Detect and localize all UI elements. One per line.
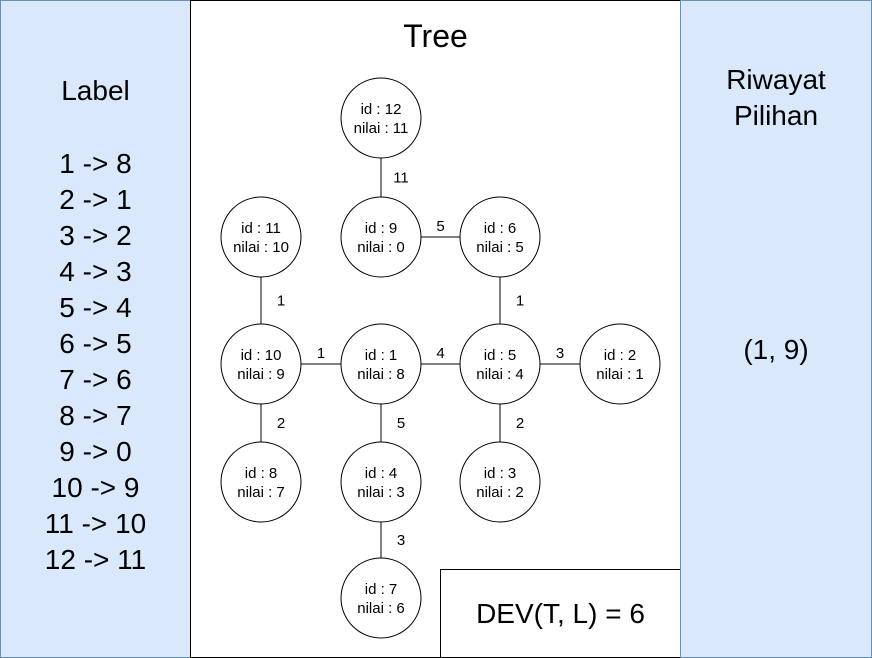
label-item: 6 -> 5 xyxy=(59,328,132,359)
label-item: 9 -> 0 xyxy=(59,436,132,467)
node-value-label: nilai : 11 xyxy=(354,120,409,137)
edge-weight-label: 11 xyxy=(393,170,409,187)
node-value-label: nilai : 3 xyxy=(357,484,405,501)
tree-node: id : 5 nilai : 4 xyxy=(459,323,541,405)
node-id-label: id : 5 xyxy=(484,347,517,364)
label-item: 11 -> 10 xyxy=(44,508,147,539)
history-title-line2: Pilihan xyxy=(733,100,819,131)
label-item: 8 -> 7 xyxy=(59,400,132,431)
node-id-label: id : 6 xyxy=(484,220,517,237)
label-item: 10 -> 9 xyxy=(51,472,140,503)
edge-weight-label: 4 xyxy=(436,345,444,362)
node-id-label: id : 4 xyxy=(365,465,398,482)
tree-node: id : 4 nilai : 3 xyxy=(340,441,422,523)
edge-weight-label: 1 xyxy=(317,345,325,362)
node-value-label: nilai : 8 xyxy=(357,366,405,383)
node-id-label: id : 9 xyxy=(365,220,398,237)
tree-node: id : 10 nilai : 9 xyxy=(220,323,302,405)
label-item: 5 -> 4 xyxy=(59,292,132,323)
tree-node-circle xyxy=(459,323,541,405)
node-value-label: nilai : 0 xyxy=(357,239,405,256)
tree-node-circle xyxy=(340,196,422,278)
edge-weight-label: 2 xyxy=(516,415,524,432)
edge-weight-label: 3 xyxy=(556,345,564,362)
node-value-label: nilai : 5 xyxy=(476,239,524,256)
node-id-label: id : 12 xyxy=(361,101,402,118)
tree-node-circle xyxy=(579,323,661,405)
node-value-label: nilai : 9 xyxy=(237,366,285,383)
tree-node-circle xyxy=(459,441,541,523)
edge-weight-label: 5 xyxy=(436,218,444,235)
node-value-label: nilai : 7 xyxy=(237,484,285,501)
node-value-label: nilai : 10 xyxy=(233,239,289,256)
label-item: 1 -> 8 xyxy=(59,148,132,179)
tree-node-circle xyxy=(340,77,422,159)
node-value-label: nilai : 1 xyxy=(596,366,644,383)
node-id-label: id : 7 xyxy=(365,581,398,598)
tree-node: id : 2 nilai : 1 xyxy=(579,323,661,405)
label-item: 3 -> 2 xyxy=(59,220,132,251)
tree-title: Tree xyxy=(403,18,468,54)
tree-node-circle xyxy=(340,441,422,523)
edge-weight-label: 3 xyxy=(397,532,405,549)
tree-node: id : 7 nilai : 6 xyxy=(340,557,422,639)
label-list: 1 -> 8 2 -> 1 3 -> 2 4 -> 3 5 -> 4 6 -> 5 7 ->… xyxy=(0,146,191,578)
node-id-label: id : 8 xyxy=(245,465,278,482)
edge-weight-label: 2 xyxy=(277,415,285,432)
tree-node: id : 3 nilai : 2 xyxy=(459,441,541,523)
dev-result-text: DEV(T, L) = 6 xyxy=(476,597,645,629)
edge-weight-label: 5 xyxy=(397,415,405,432)
tree-node-circle xyxy=(220,323,302,405)
tree-node: id : 12 nilai : 11 xyxy=(340,77,422,159)
tree-node: id : 1 nilai : 8 xyxy=(340,323,422,405)
tree-node-circle xyxy=(459,196,541,278)
label-item: 2 -> 1 xyxy=(59,184,132,215)
label-item: 7 -> 6 xyxy=(59,364,132,395)
dev-result-box: DEV(T, L) = 6 xyxy=(440,569,681,658)
tree-node-circle xyxy=(340,323,422,405)
node-id-label: id : 1 xyxy=(365,347,398,364)
label-panel-title: Label xyxy=(61,75,130,106)
tree-node: id : 11 nilai : 10 xyxy=(220,196,302,278)
tree-node: id : 6 nilai : 5 xyxy=(459,196,541,278)
node-id-label: id : 2 xyxy=(604,347,637,364)
node-id-label: id : 3 xyxy=(484,465,517,482)
tree-node: id : 9 nilai : 0 xyxy=(340,196,422,278)
tree-node-circle xyxy=(220,441,302,523)
node-id-label: id : 11 xyxy=(241,220,281,237)
edge-weight-label: 1 xyxy=(516,293,524,310)
node-value-label: nilai : 2 xyxy=(476,484,524,501)
history-panel-title: Riwayat Pilihan xyxy=(680,62,872,134)
tree-node-circle xyxy=(340,557,422,639)
label-panel xyxy=(0,0,191,658)
history-value: (1, 9) xyxy=(743,334,809,365)
label-item: 12 -> 11 xyxy=(44,544,147,575)
node-value-label: nilai : 4 xyxy=(476,366,524,383)
label-item: 4 -> 3 xyxy=(59,256,132,287)
edge-weight-label: 1 xyxy=(277,293,285,310)
tree-node-circle xyxy=(220,196,302,278)
node-value-label: nilai : 6 xyxy=(357,600,405,617)
node-id-label: id : 10 xyxy=(241,347,282,364)
tree-node: id : 8 nilai : 7 xyxy=(220,441,302,523)
history-title-line1: Riwayat xyxy=(726,64,826,95)
